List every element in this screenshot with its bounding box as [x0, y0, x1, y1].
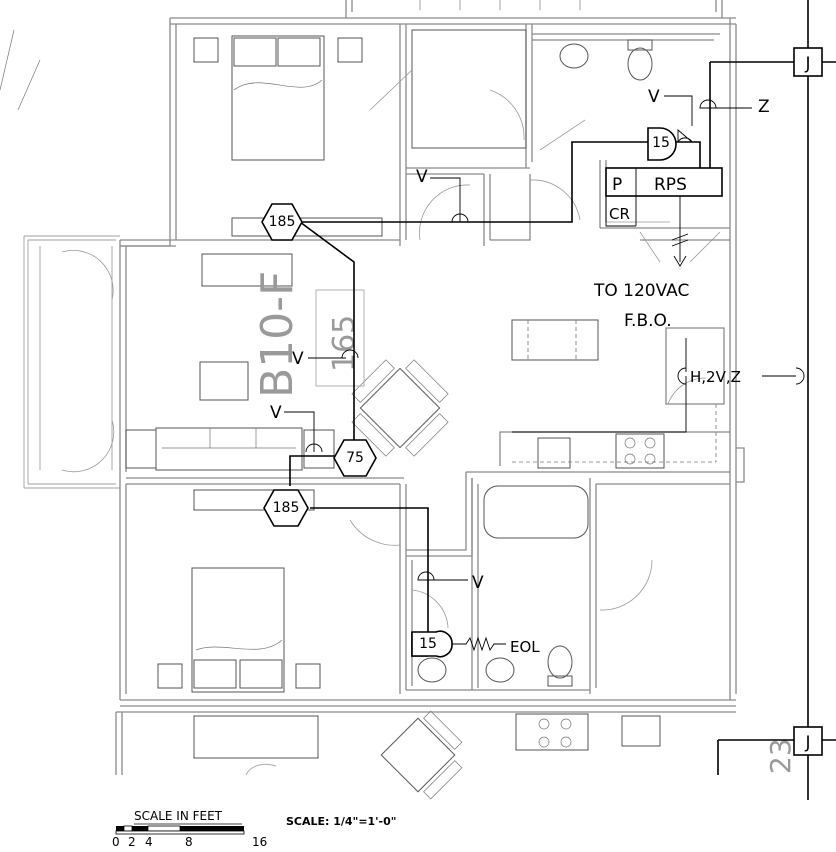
label-kitchen-device: H,2V,Z [690, 368, 741, 386]
label-v-bath: V [472, 573, 484, 593]
hex-bedroom-top: 185 [261, 203, 303, 241]
hex-living: 75 [333, 439, 377, 477]
strobe-bottom-label: 15 [419, 636, 437, 652]
rps-panel: P RPS CR [605, 167, 723, 267]
power-note-line1: TO 120VAC [593, 281, 689, 301]
scale-tick-2: 2 [128, 835, 136, 849]
junction-top-label: J [804, 54, 810, 74]
power-note-line2: F.B.O. [624, 311, 672, 331]
strobe-bath-bottom: 15 [411, 630, 453, 658]
panel-cr-label: CR [609, 205, 630, 223]
label-z-top: Z [758, 97, 770, 117]
strobe-bath-top: 15 [647, 127, 677, 161]
label-eol: EOL [510, 638, 540, 656]
junction-box-top: J [793, 47, 823, 77]
label-v-bedroom: V [416, 167, 428, 187]
scale-tick-0: 0 [112, 835, 120, 849]
room-area-label: 165 [327, 315, 362, 372]
panel-rps-label: RPS [654, 175, 687, 195]
hex-bedroom-bottom: 185 [263, 489, 309, 527]
walls [23, 0, 745, 775]
label-v-living-1: V [292, 349, 304, 369]
scale-title: SCALE IN FEET [134, 809, 223, 823]
label-v-top: V [648, 87, 660, 107]
furniture [0, 0, 717, 800]
unit-label: B10-F [252, 271, 303, 398]
panel-p-label: P [612, 175, 622, 195]
label-v-living-2: V [270, 403, 282, 423]
strobe-top-label: 15 [652, 135, 670, 151]
scale-bar: SCALE IN FEET 0 2 4 8 16 SCALE: 1/4"=1'-… [112, 809, 412, 852]
hex-top-label: 185 [269, 214, 296, 230]
scale-tick-16: 16 [252, 835, 268, 849]
junction-box-bottom: J [793, 726, 823, 756]
unit-number-bottom: 23 [764, 738, 797, 774]
hex-bottom-label: 185 [273, 500, 300, 516]
junction-bottom-label: J [804, 733, 810, 753]
scale-tick-8: 8 [185, 835, 193, 849]
wiring [289, 0, 836, 800]
hex-living-label: 75 [346, 450, 364, 466]
scale-tick-4: 4 [145, 835, 153, 849]
scale-ratio: SCALE: 1/4"=1'-0" [286, 815, 397, 828]
